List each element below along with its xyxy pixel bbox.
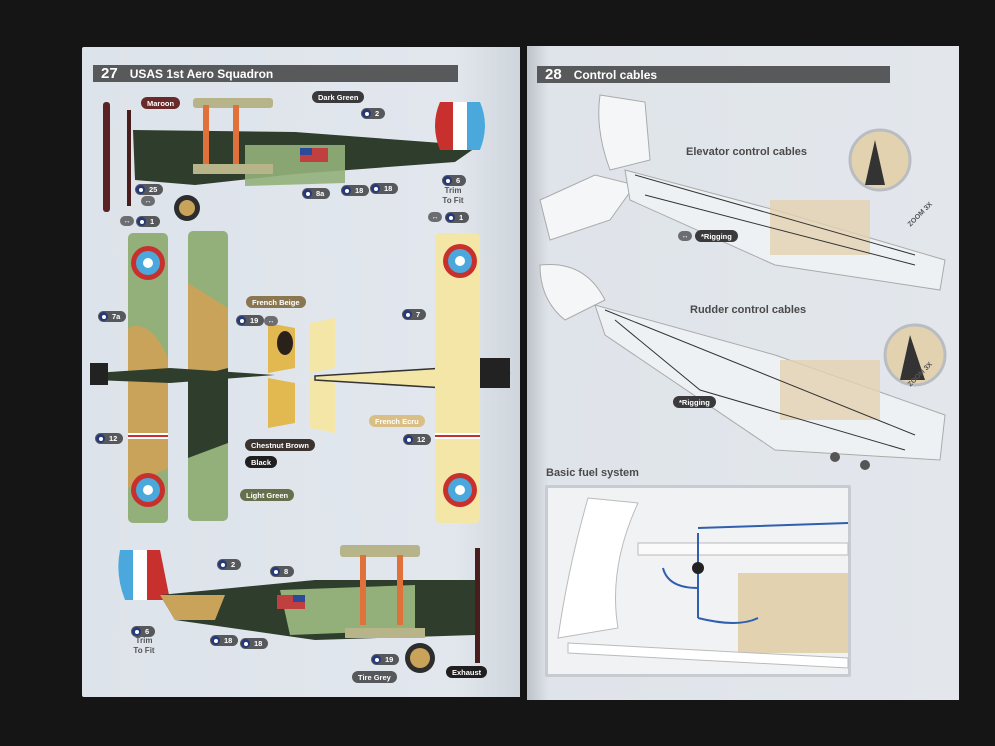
label-french-beige: French Beige [246,296,306,308]
part-callout-7: 7 [402,309,427,320]
fuselage-top [95,368,275,383]
step-icon [136,185,145,194]
rigging-label: *Rigging [695,230,738,242]
step-icon [342,186,351,195]
part-callout-6: 6 [131,626,156,637]
step-icon [137,217,146,226]
part-callout-18: 18 [210,635,239,646]
part-callout-2: 2 [217,559,242,570]
section-title: Control cables [573,67,658,82]
step-icon [443,176,452,185]
part-callout-19: 19 [371,654,400,665]
upper-wing [435,233,480,523]
tailplane [310,318,335,373]
part-callout-2: 2 [361,108,386,119]
label-chestnut-brown: Chestnut Brown [245,439,315,451]
part-callout-7a: 7a [98,311,127,322]
bidirectional-arrows-icon: ↔ [264,316,278,326]
label-tire-grey: Tire Grey [352,671,397,683]
side-view-aircraft-top [103,98,485,221]
upper-wing [193,98,273,108]
bidirectional-arrows-icon: ↔ [428,212,442,222]
bidirectional-arrows-icon: ↔ [678,231,692,241]
elevator-cables-title: Elevator control cables [686,146,808,158]
part-callout-12: 12 [403,434,432,445]
trim-note: Trim To Fit [133,636,155,655]
fuel-system-diagram [545,485,851,677]
part-callout-8a: 8a [302,188,331,199]
zoom-inset [848,128,912,192]
bidirectional-arrows-icon: ↔ [120,216,134,226]
bottom-view-aircraft-ecru [310,233,511,523]
part-callout-19: 19 [236,315,265,326]
rudder-cables-diagram [539,263,947,470]
part-callout-18: 18 [240,638,269,649]
upper-wing [340,545,420,557]
step-icon [403,310,412,319]
label-maroon: Maroon [141,97,181,109]
step-icon [404,435,413,444]
propeller-side [127,110,131,206]
step-icon [99,312,108,321]
step-icon [271,567,280,576]
step-icon [303,189,312,198]
part-callout-18: 18 [370,183,399,194]
section-header-27: 27 USAS 1st Aero Squadron [93,65,458,82]
rudder-cables-title: Rudder control cables [690,304,807,316]
label-exhaust: Exhaust [446,666,488,678]
top-view-aircraft-camo [90,231,295,523]
step-icon [372,655,381,664]
fuel-system-title: Basic fuel system [546,467,639,479]
step-icon [371,184,380,193]
side-view-aircraft-bottom [118,545,480,673]
step-icon [211,636,220,645]
section-header-28: 28 Control cables [537,66,890,83]
step-icon [96,434,105,443]
section-title: USAS 1st Aero Squadron [129,66,274,81]
part-callout-1: 1 [136,216,161,227]
lower-wing [345,628,425,638]
propeller [475,548,480,663]
section-number: 27 [101,65,118,82]
part-callout-12: 12 [95,433,124,444]
bidirectional-arrows-icon: ↔ [141,196,155,206]
part-callout-8: 8 [270,566,295,577]
rigging-label: *Rigging [673,396,716,408]
label-black: Black [245,456,278,468]
step-icon [241,639,250,648]
trim-note: Trim To Fit [442,186,464,205]
step-icon [362,109,371,118]
label-light-green: Light Green [240,489,295,501]
part-callout-1: 1 [445,212,470,223]
part-callout-6: 6 [442,175,467,186]
section-number: 28 [545,66,562,83]
part-callout-25: 25 [135,184,164,195]
part-callout-18: 18 [341,185,370,196]
step-icon [218,560,227,569]
elevator-cables-diagram [539,94,946,291]
step-icon [132,627,141,636]
step-icon [237,316,246,325]
step-icon [446,213,455,222]
lower-wing [193,164,273,174]
fuel-system-illustration [557,497,849,669]
label-french-ecru: French Ecru [369,415,425,427]
label-dark-green: Dark Green [312,91,365,103]
propeller-front [103,102,110,212]
